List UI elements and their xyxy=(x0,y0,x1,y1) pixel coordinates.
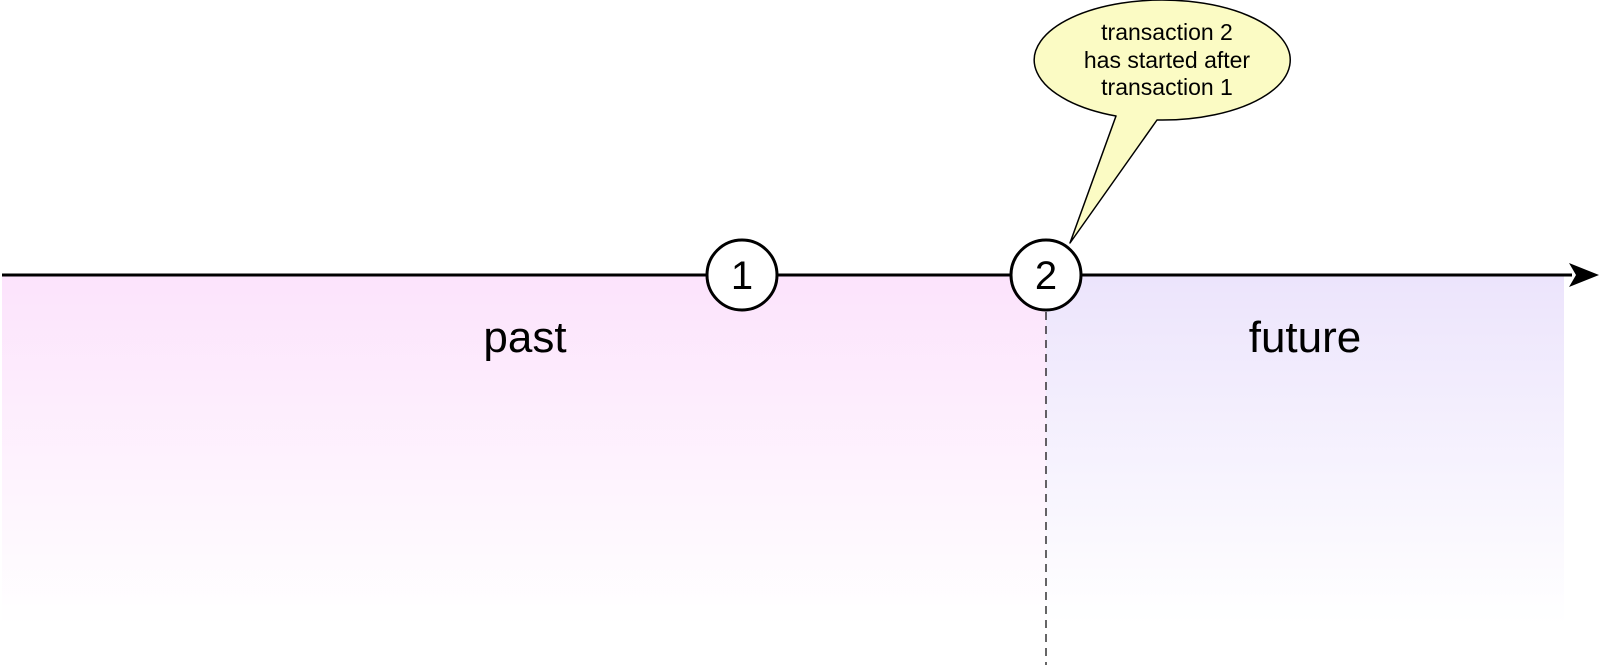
future-label: future xyxy=(1249,313,1362,362)
callout-line-3: transaction 1 xyxy=(1101,74,1233,100)
callout-bubble: transaction 2 has started after transact… xyxy=(1033,0,1291,244)
marker-1-circle xyxy=(705,238,779,312)
marker-1: 1 xyxy=(705,238,779,312)
callout-bubble-shape xyxy=(1033,0,1291,244)
past-region xyxy=(2,275,1046,625)
marker-2: 2 xyxy=(1009,238,1083,312)
callout-line-2: has started after xyxy=(1084,47,1251,73)
arrowhead-right-icon xyxy=(1569,263,1599,287)
marker-2-circle xyxy=(1009,238,1083,312)
callout-line-1: transaction 2 xyxy=(1101,19,1233,45)
future-region xyxy=(1046,275,1564,625)
marker-2-label: 2 xyxy=(1035,254,1057,298)
past-label: past xyxy=(483,313,566,362)
marker-1-label: 1 xyxy=(731,254,753,298)
